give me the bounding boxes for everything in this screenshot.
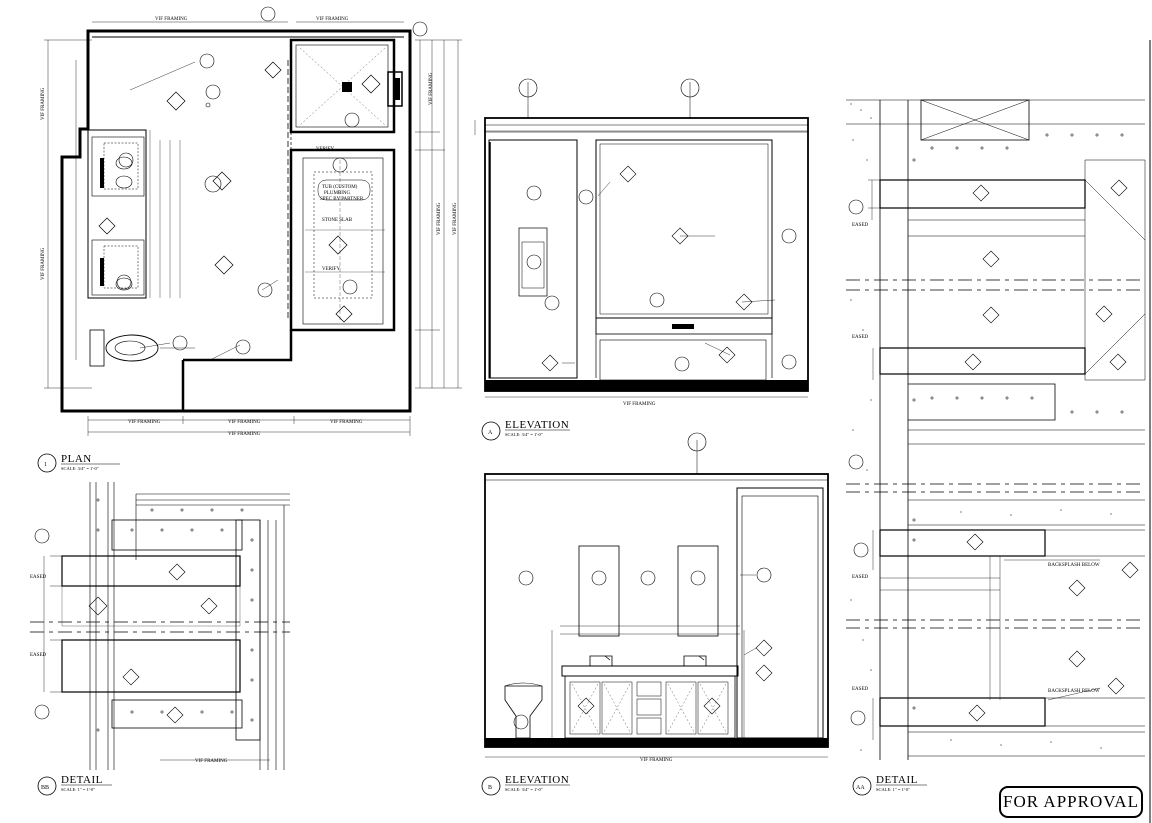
elevation-b-view (484, 432, 829, 758)
detail-aa-annotations: EASED EASED EASED EASED BACKSPLASH BELOW… (852, 223, 1100, 694)
elev-b-scale: SCALE: 3/4" = 1'-0" (505, 787, 543, 792)
plan-bottom-dim-1: VIF FRAMING (128, 420, 161, 425)
tub-note-3: SPEC BY PARTNER (320, 197, 364, 202)
aa-eased-note-2: EASED (852, 335, 869, 340)
plan-bottom-dim-2: VIF FRAMING (228, 420, 261, 425)
verify-note: VERIFY (322, 267, 340, 272)
plan-number: 1 (44, 462, 47, 468)
plan-view (44, 6, 462, 436)
plan-right-dim-3: VIF FRAMING (429, 72, 434, 105)
elevation-a-title: A ELEVATION SCALE: 3/4" = 1'-0" (481, 419, 570, 441)
plan-scale: SCALE: 3/4" = 1'-0" (61, 466, 99, 471)
aa-number: AA (856, 785, 865, 791)
detail-aa-view (846, 99, 1146, 760)
plan-top-dim: VIF FRAMING (155, 17, 188, 22)
detail-aa-title: AA DETAIL SCALE: 1" = 1'-0" (852, 774, 927, 796)
plan-right-dim-2: VIF FRAMING (453, 202, 458, 235)
detail-bb-annotations: EASED EASED VIF FRAMING (30, 575, 228, 764)
elevation-b-annotations: VIF FRAMING (640, 758, 673, 763)
bb-scale: SCALE: 1" = 1'-0" (61, 787, 95, 792)
detail-bb-title: BB DETAIL SCALE: 1" = 1'-0" (37, 774, 112, 796)
elevation-b-title: B ELEVATION SCALE: 3/4" = 1'-0" (481, 774, 570, 796)
bb-eased-note: EASED (30, 575, 47, 580)
tub-note-1: TUB (CUSTOM) (322, 185, 358, 190)
elev-a-number: A (488, 430, 493, 436)
plan-annotations: VIF FRAMING VIF FRAMING VIF FRAMING VIF … (41, 17, 458, 437)
plan-top-dim-2: VIF FRAMING (316, 17, 349, 22)
detail-aa-hatch (850, 103, 1124, 751)
approval-stamp: FOR APPROVAL (999, 786, 1143, 818)
plan-left-dim-2: VIF FRAMING (41, 87, 46, 120)
verify-note-2: VERIFY (316, 147, 334, 152)
plan-title: 1 PLAN SCALE: 3/4" = 1'-0" (37, 453, 120, 473)
elev-a-title-text: ELEVATION (505, 419, 569, 431)
plan-bottom-dim-total: VIF FRAMING (228, 432, 261, 437)
bb-bottom-dim: VIF FRAMING (195, 759, 228, 764)
bb-title-text: DETAIL (61, 774, 103, 786)
aa-title-text: DETAIL (876, 774, 918, 786)
elevation-a-view (474, 78, 809, 398)
elev-b-title-text: ELEVATION (505, 774, 569, 786)
tub-note-2: PLUMBING (324, 191, 351, 196)
aa-eased-note-1: EASED (852, 223, 869, 228)
elev-b-number: B (488, 785, 492, 791)
aa-eased-note-3: EASED (852, 575, 869, 580)
aa-scale: SCALE: 1" = 1'-0" (876, 787, 910, 792)
stone-slab-note: STONE SLAB (322, 218, 353, 223)
elev-a-bottom-dim: VIF FRAMING (623, 402, 656, 407)
bb-number: BB (41, 785, 49, 791)
plan-title-text: PLAN (61, 453, 92, 465)
elev-b-bottom-dim: VIF FRAMING (640, 758, 673, 763)
aa-backsplash-note-2: BACKSPLASH BELOW (1048, 689, 1100, 694)
bb-eased-note-2: EASED (30, 653, 47, 658)
detail-bb-hatch (96, 498, 254, 732)
elevation-a-annotations: VIF FRAMING (623, 402, 656, 407)
aa-backsplash-note-1: BACKSPLASH BELOW (1048, 563, 1100, 568)
plan-bottom-dim-3: VIF FRAMING (330, 420, 363, 425)
plan-right-dim: VIF FRAMING (437, 202, 442, 235)
aa-eased-note-4: EASED (852, 687, 869, 692)
detail-bb-view (30, 482, 290, 770)
elev-a-scale: SCALE: 3/4" = 1'-0" (505, 432, 543, 437)
plan-left-dim: VIF FRAMING (41, 247, 46, 280)
